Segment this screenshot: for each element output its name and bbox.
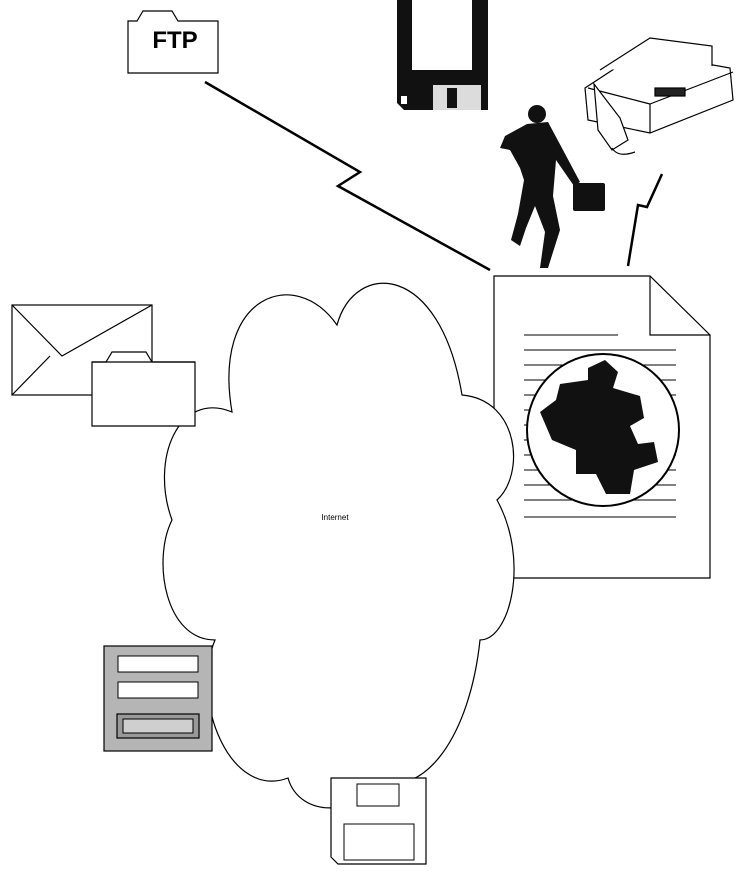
- floppy-disk-small-icon: [331, 778, 426, 864]
- fax-machine-icon: [585, 38, 733, 154]
- folder-icon: [92, 352, 195, 426]
- form-icon: [104, 646, 212, 751]
- floppy-disk-icon: [397, 0, 488, 110]
- internet-label: Internet: [305, 513, 365, 522]
- globe-puzzle-icon: [527, 354, 679, 506]
- businessman-icon: [500, 105, 605, 268]
- ftp-label: FTP: [133, 27, 217, 55]
- internet-cloud: [163, 283, 514, 808]
